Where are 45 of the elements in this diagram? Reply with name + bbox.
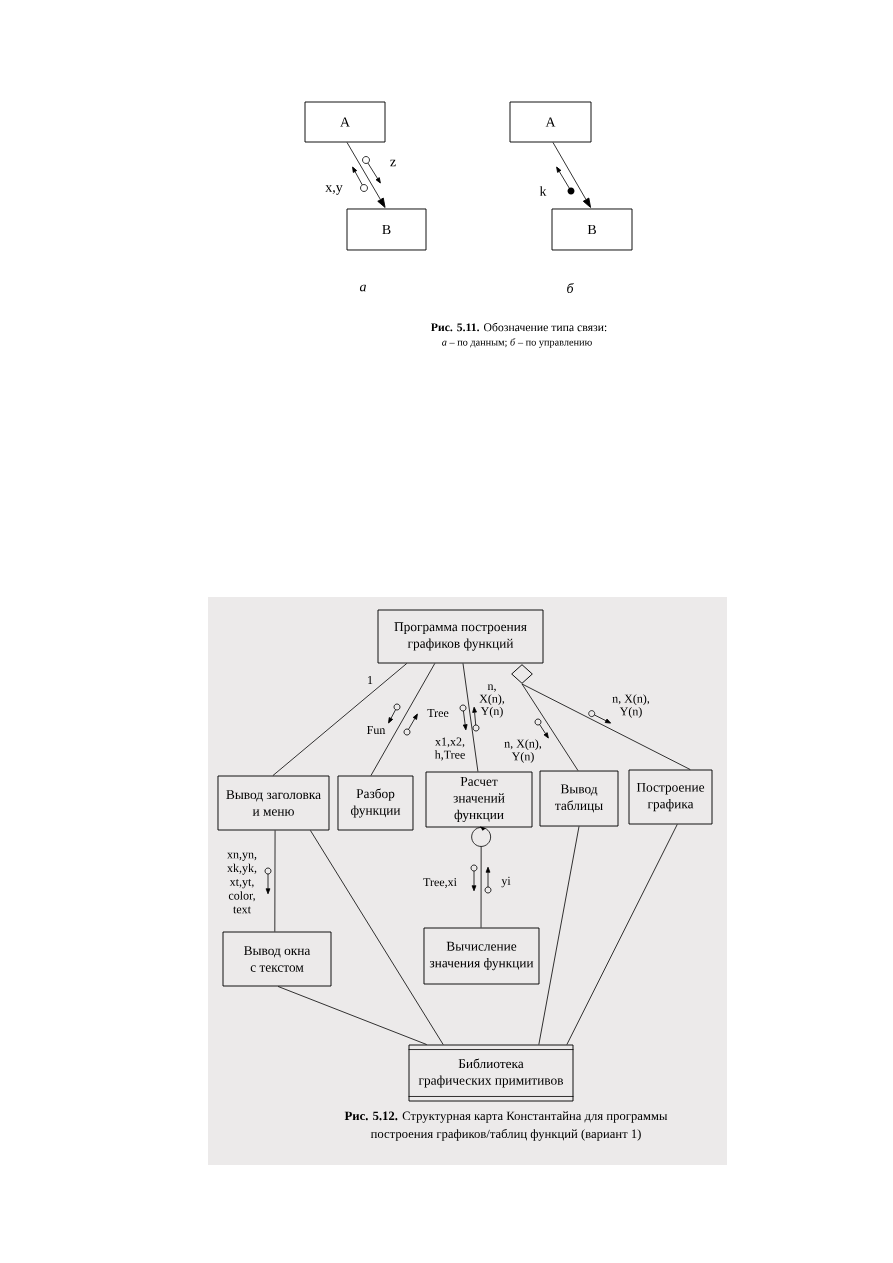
figure-caption: Рис. 5.11. Обозначение типа связи: (431, 322, 607, 332)
couple-label: yi (501, 876, 511, 888)
module-box: B (346, 208, 427, 251)
call-line (310, 830, 444, 1045)
figure-caption: а – по данным; б – по управлению (442, 338, 592, 348)
couple-label: n, X(n), Y(n) (504, 739, 542, 763)
condition-diamond (511, 664, 533, 684)
couple-label: Tree (427, 709, 449, 717)
call-line (521, 683, 579, 771)
module-box: Вычисление значения функции (423, 927, 540, 985)
call-arrow (552, 142, 591, 208)
module-box: A (509, 101, 592, 143)
call-line (566, 824, 678, 1045)
couple-label: n, X(n), Y(n) (612, 694, 650, 718)
module-box: B (551, 208, 633, 251)
module-box: Расчет значений функции (425, 771, 533, 828)
module-box: A (304, 101, 386, 143)
figure-caption: Рис. 5.12. Структурная карта Константайна для программы построения графиков/таблиц функций (вариант 1) (344, 1111, 668, 1141)
couple-label: x1,x2, h,Tree (434, 737, 465, 761)
couple-label: Tree,xi (423, 878, 457, 888)
call-line (272, 663, 408, 776)
call-line (538, 826, 580, 1045)
couple-label: Fun (367, 726, 386, 734)
couple-label: z (390, 159, 396, 167)
module-box: Вывод окна с текстом (222, 931, 332, 987)
module-box: Разбор функции (337, 775, 414, 831)
couple-label: n, X(n), Y(n) (479, 684, 505, 718)
couple-label: k (539, 186, 547, 196)
module-box: Программа построения графиков функций (377, 609, 544, 664)
module-box: Построение графика (628, 769, 713, 825)
module-box: Вывод таблицы (539, 770, 619, 827)
call-line (462, 663, 479, 772)
number-label: 1 (368, 676, 373, 684)
call-line (274, 830, 276, 932)
loop-call-line (471, 826, 492, 928)
panel-letter: б (567, 282, 574, 294)
couple-label: x,y (325, 185, 343, 195)
call-line (277, 986, 428, 1045)
couple-label: xn,yn, xk,yk, xt,yt, color, text (227, 852, 257, 914)
library-module-box: Библиотека графических примитивов (408, 1044, 574, 1102)
call-line (370, 663, 436, 776)
call-line (521, 683, 691, 770)
call-arrow (346, 142, 386, 208)
panel-letter: а (359, 284, 366, 292)
module-box: Вывод заголовка и меню (217, 775, 330, 831)
